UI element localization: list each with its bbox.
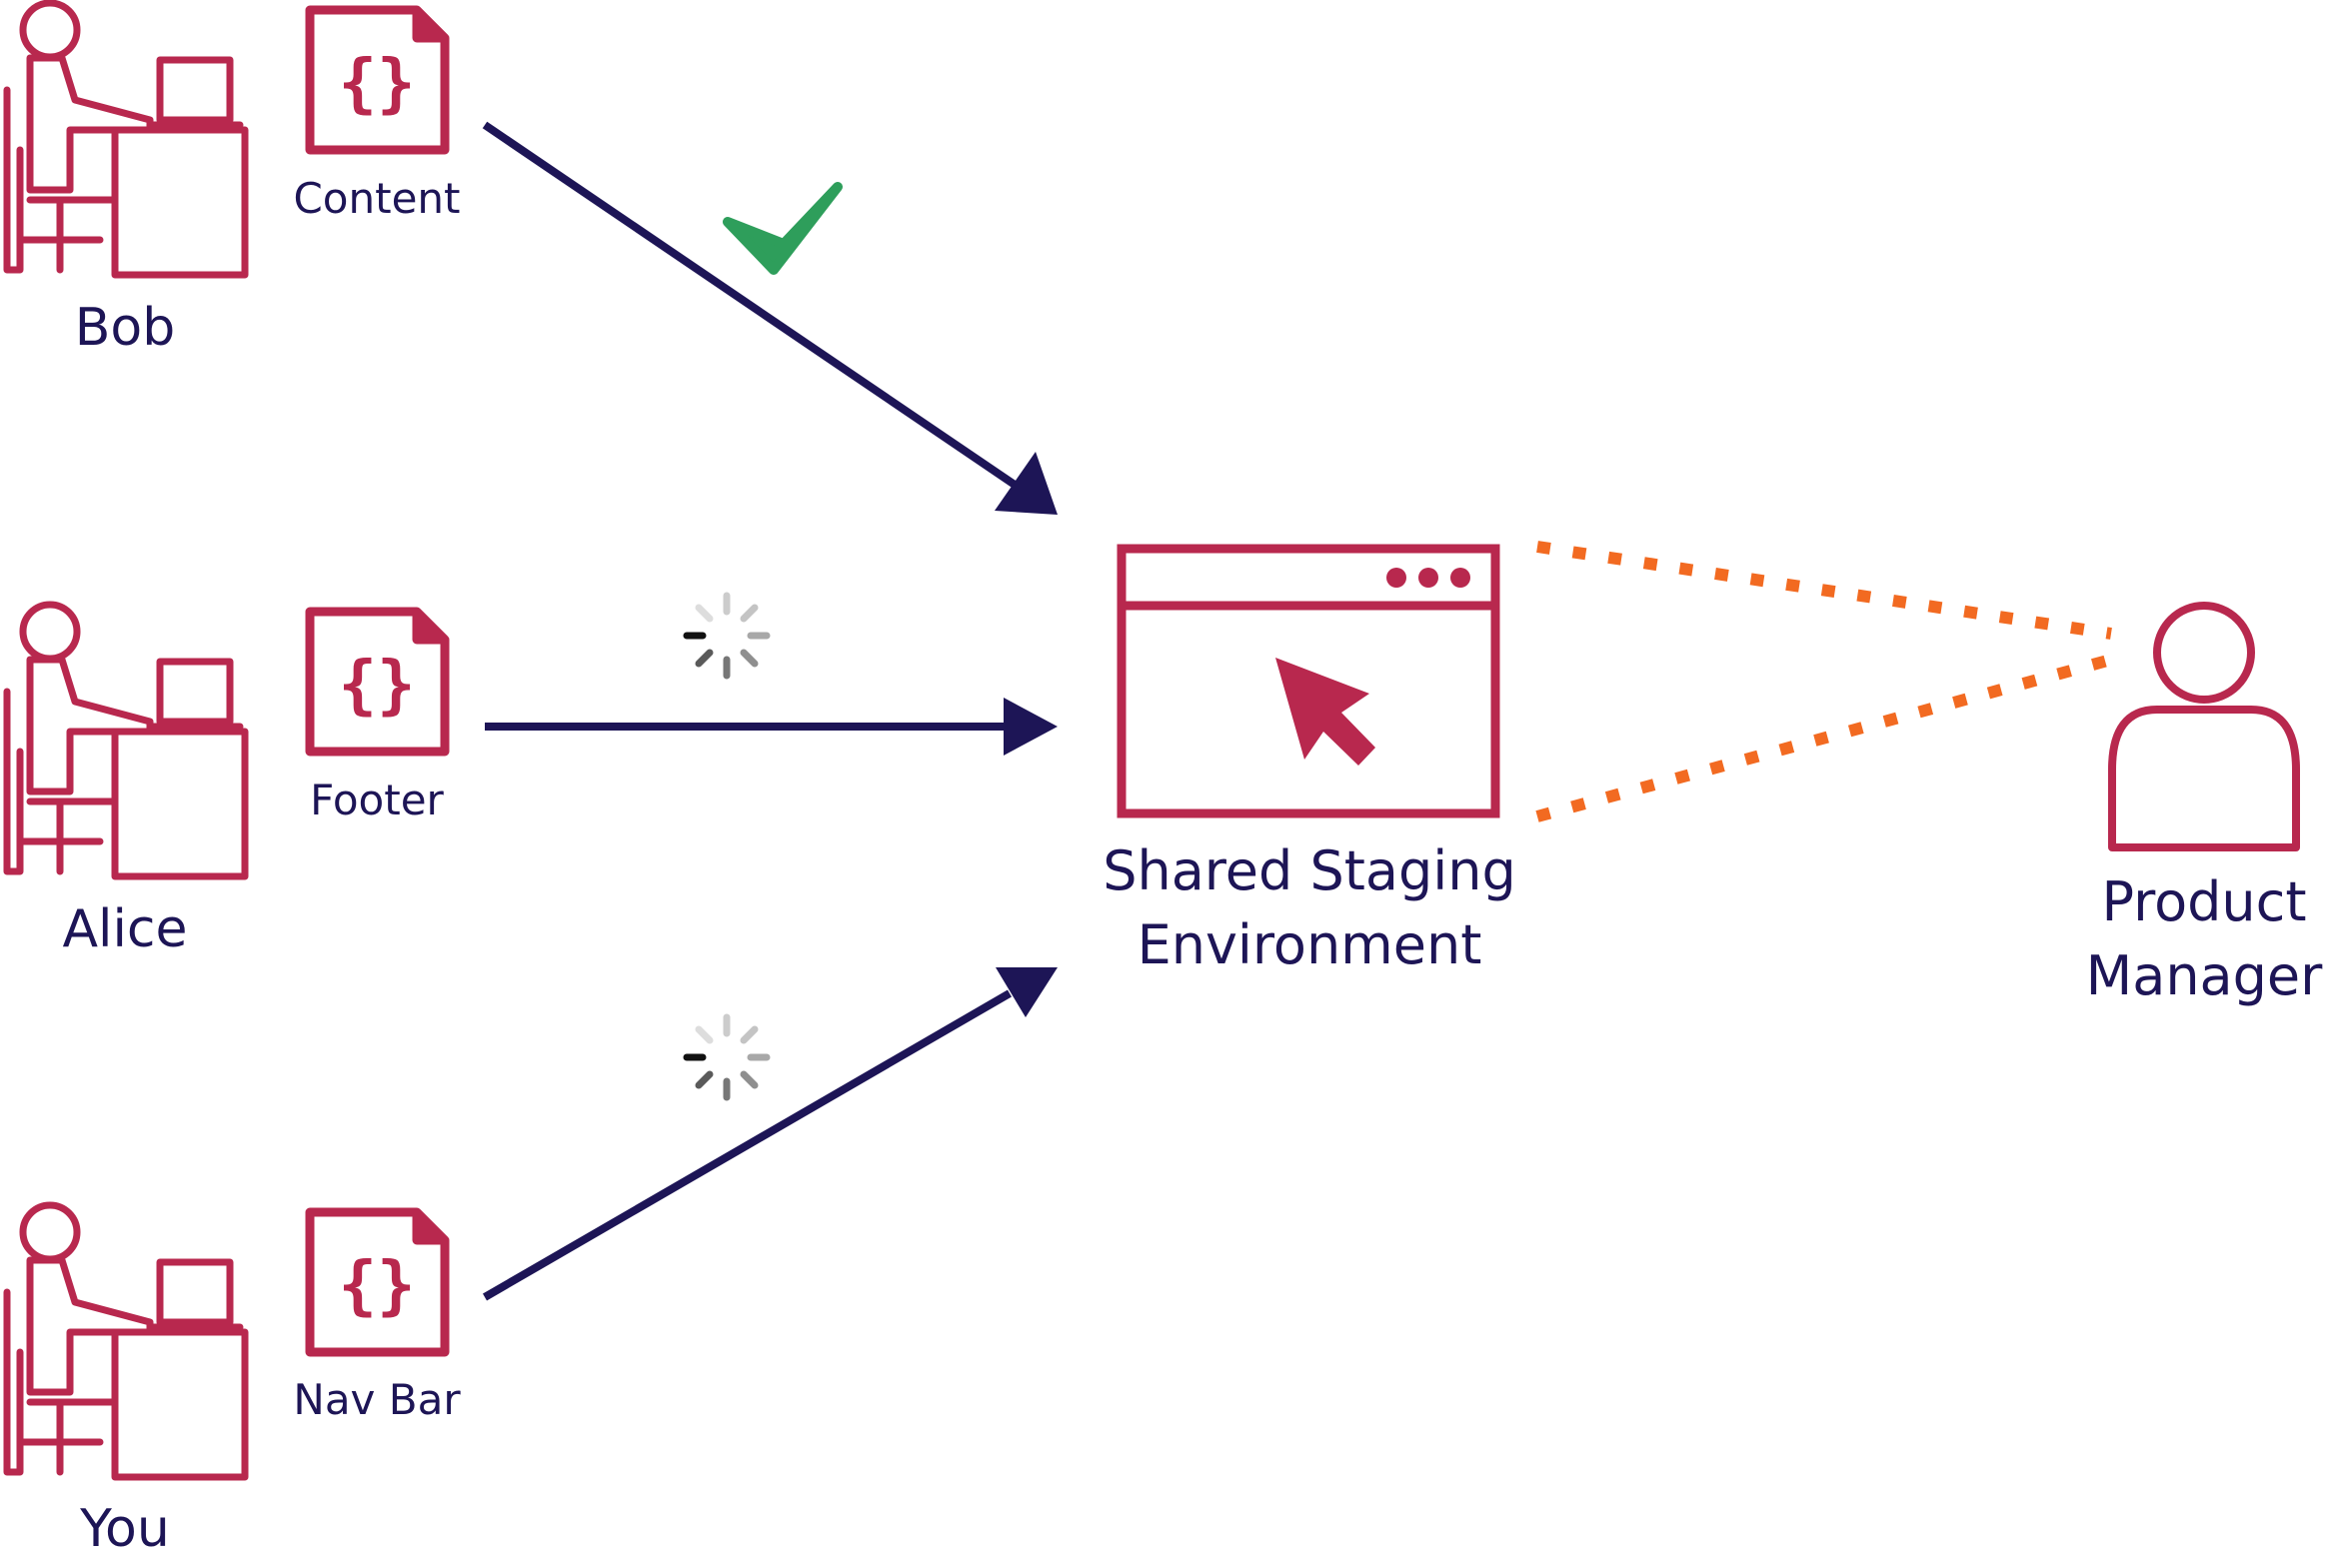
- product-manager-title: Product Manager: [2039, 865, 2348, 1013]
- product-manager-icon: [2108, 602, 2300, 851]
- pm-view-line-bottom: [1535, 654, 2113, 822]
- alice-label: Alice: [62, 899, 188, 959]
- product-manager-line-2: Manager: [2085, 944, 2323, 1007]
- staging-line-2: Environment: [1137, 913, 1482, 976]
- svg-text:{}: {}: [338, 47, 415, 121]
- you-label: You: [80, 1499, 170, 1559]
- staging-title: Shared Staging Environment: [1060, 834, 1559, 982]
- navbar-file-icon: {}: [310, 1212, 445, 1352]
- you-developer-icon: [7, 1205, 245, 1477]
- footer-file-icon: {}: [310, 612, 445, 752]
- alice-arrowhead: [1004, 698, 1058, 756]
- checkmark-icon: [723, 182, 843, 275]
- window-dots: [1386, 568, 1470, 588]
- svg-text:{}: {}: [338, 1249, 415, 1323]
- alice-spinner-icon: [687, 596, 767, 676]
- bob-label: Bob: [74, 298, 176, 358]
- you-arrow: [482, 989, 1013, 1301]
- content-file-icon: {}: [310, 10, 445, 150]
- content-label: Content: [293, 174, 461, 223]
- svg-text:{}: {}: [338, 649, 415, 723]
- bob-arrow: [482, 121, 1018, 489]
- browser-window-icon: [1117, 544, 1500, 818]
- navbar-label: Nav Bar: [293, 1375, 461, 1424]
- you-arrowhead: [996, 967, 1058, 1017]
- cursor-icon: [1275, 658, 1375, 766]
- bob-developer-icon: [7, 3, 245, 275]
- staging-line-1: Shared Staging: [1103, 839, 1516, 902]
- footer-label: Footer: [310, 776, 444, 824]
- product-manager-line-1: Product: [2101, 870, 2307, 933]
- alice-developer-icon: [7, 605, 245, 876]
- you-spinner-icon: [687, 1017, 767, 1097]
- pm-view-line-top: [1536, 541, 2112, 640]
- bob-arrowhead: [995, 452, 1058, 515]
